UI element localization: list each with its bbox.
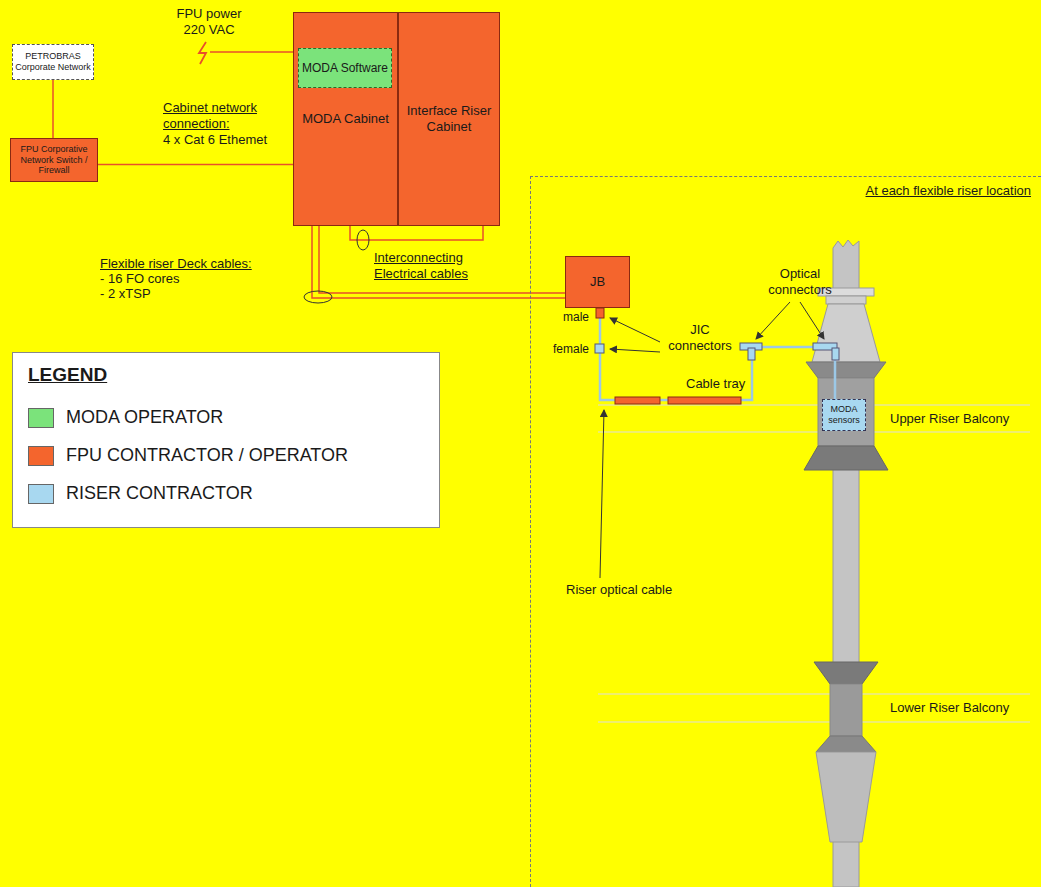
callout-label: Upper Riser Balcony <box>890 411 1009 427</box>
legend-text: RISER CONTRACTOR <box>66 483 253 505</box>
node-text: MODA Cabinet <box>302 111 389 127</box>
legend-swatch <box>28 408 54 428</box>
node-text: FPU Corporative Network Switch / Firewal… <box>13 144 95 176</box>
callout-label: 4 x Cat 6 Ethemet <box>163 132 267 148</box>
legend-text: FPU CONTRACTOR / OPERATOR <box>66 445 348 467</box>
sensor-box: MODA sensors <box>822 399 866 431</box>
legend-title: LEGEND <box>28 364 107 387</box>
callout-label: Riser optical cable <box>566 582 672 598</box>
node-text: Interface Riser Cabinet <box>401 103 497 134</box>
callout-label: female <box>553 342 589 356</box>
network-box: PETROBRAS Corporate Network <box>12 44 94 80</box>
callout-label: - 16 FO cores <box>100 271 179 287</box>
cable-connector <box>350 226 483 240</box>
callout-label: Cabinet network connection: <box>163 100 281 131</box>
legend-text: MODA OPERATOR <box>66 407 223 429</box>
cable-connector <box>98 164 293 166</box>
callout-label: Optical connectors <box>765 266 835 297</box>
cable-connector <box>312 226 565 298</box>
legend-swatch <box>28 446 54 466</box>
callout-label: - 2 xTSP <box>100 286 151 302</box>
node-text: PETROBRAS Corporate Network <box>15 51 91 73</box>
node-text: MODA sensors <box>825 404 863 426</box>
legend-swatch <box>28 484 54 504</box>
junction-box: JB <box>565 256 630 308</box>
node-text: At each flexible riser location <box>866 183 1031 199</box>
callout-label: Lower Riser Balcony <box>890 700 1009 716</box>
callout-label: FPU power 220 VAC <box>168 6 250 37</box>
node-text: JB <box>590 274 605 290</box>
cabinet-box: MODA Cabinet MODA Software <box>293 12 398 226</box>
cable-connector <box>52 80 54 138</box>
callout-label: male <box>563 310 589 324</box>
software-box: MODA Software <box>298 48 392 88</box>
cable-connector <box>600 308 835 400</box>
cabinet-box: Interface Riser Cabinet <box>398 12 500 226</box>
callout-label: Flexible riser Deck cables: <box>100 256 252 272</box>
callout-label: JIC connectors <box>662 322 738 353</box>
switch-box: FPU Corporative Network Switch / Firewal… <box>10 138 98 182</box>
callout-label: Cable tray <box>686 376 745 392</box>
node-text: MODA Software <box>302 61 388 75</box>
callout-label: Interconnecting Electrical cables <box>374 250 494 281</box>
